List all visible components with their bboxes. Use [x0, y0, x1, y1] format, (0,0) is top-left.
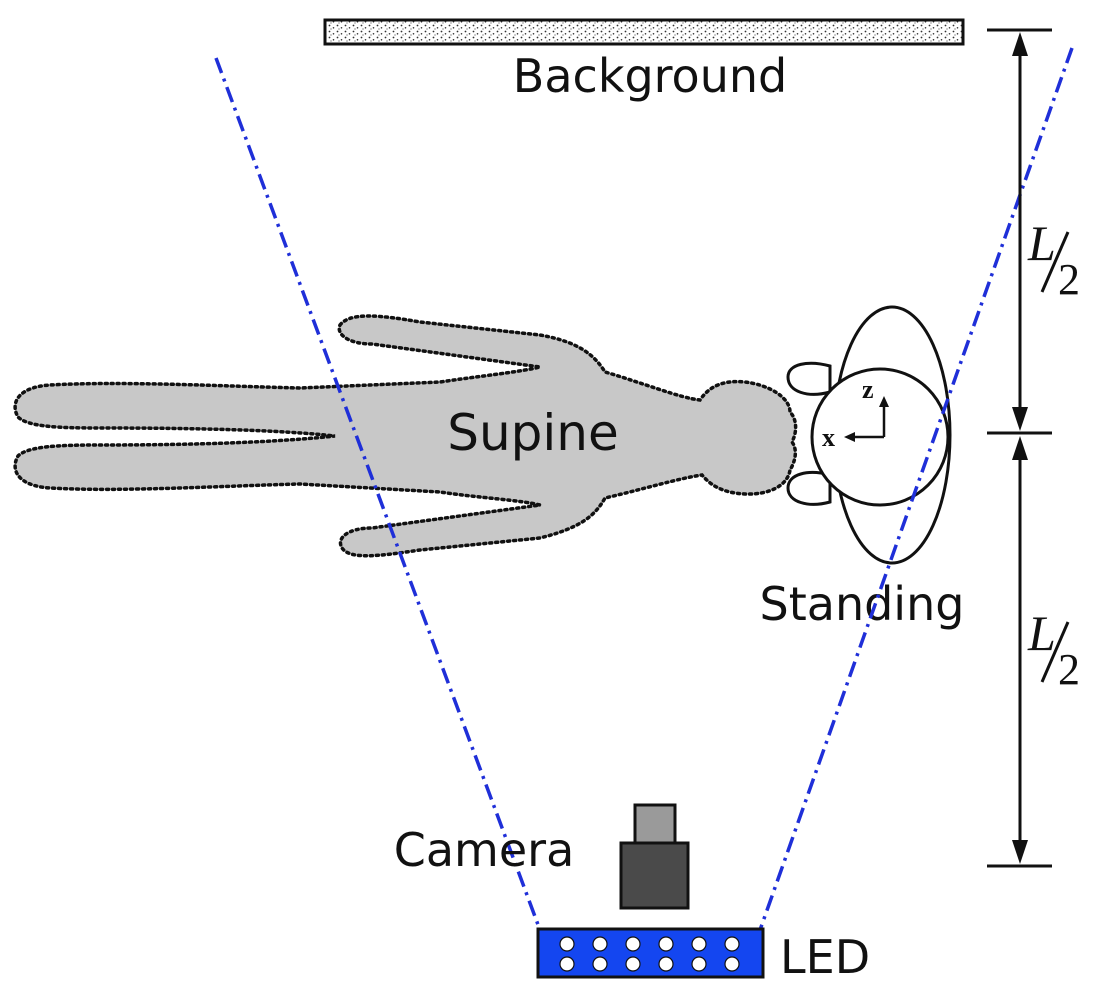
led-dot — [724, 956, 740, 972]
standing-person — [786, 305, 952, 565]
camera-lens — [633, 803, 677, 845]
led-dot — [724, 936, 740, 952]
dim-arrow-lower-top — [1012, 436, 1028, 460]
dist-lower-denominator: 2 — [1058, 645, 1080, 694]
dist-upper-numerator: L — [1027, 215, 1056, 271]
background-label: Background — [513, 49, 787, 103]
dist-upper-denominator: 2 — [1058, 255, 1080, 304]
led-dot — [592, 956, 608, 972]
x-axis-arrowhead — [844, 432, 855, 442]
dist-upper-slash — [1040, 231, 1070, 293]
coordinate-axes — [844, 396, 889, 442]
standing-label: Standing — [760, 577, 965, 631]
background-screen — [323, 18, 965, 46]
led-dot — [691, 936, 707, 952]
dim-arrow-lower-bottom — [1012, 840, 1028, 864]
led-panel — [536, 927, 765, 979]
supine-body-silhouette — [13, 314, 798, 558]
led-dots — [559, 936, 740, 972]
dimension-markers — [987, 28, 1052, 868]
led-dot — [592, 936, 608, 952]
led-dot — [625, 936, 641, 952]
led-dot — [658, 956, 674, 972]
fov-line-left — [214, 57, 542, 931]
z-axis-arrowhead — [879, 396, 889, 407]
dist-lower-slash — [1040, 621, 1070, 683]
supine-label: Supine — [447, 404, 619, 462]
led-dot — [559, 936, 575, 952]
camera-label: Camera — [394, 823, 575, 877]
led-dot — [625, 956, 641, 972]
standing-hand-bottom — [786, 471, 832, 506]
led-dot — [658, 936, 674, 952]
dim-arrow-upper-bottom — [1012, 407, 1028, 431]
camera-body — [619, 841, 690, 910]
standing-hand-top — [786, 361, 832, 396]
led-label: LED — [780, 930, 870, 984]
led-dot — [559, 956, 575, 972]
axis-z-label: z — [862, 375, 874, 404]
axis-x-label: x — [822, 423, 835, 452]
dist-lower-numerator: L — [1027, 605, 1056, 661]
dim-arrow-upper-top — [1012, 32, 1028, 56]
led-dot — [691, 956, 707, 972]
